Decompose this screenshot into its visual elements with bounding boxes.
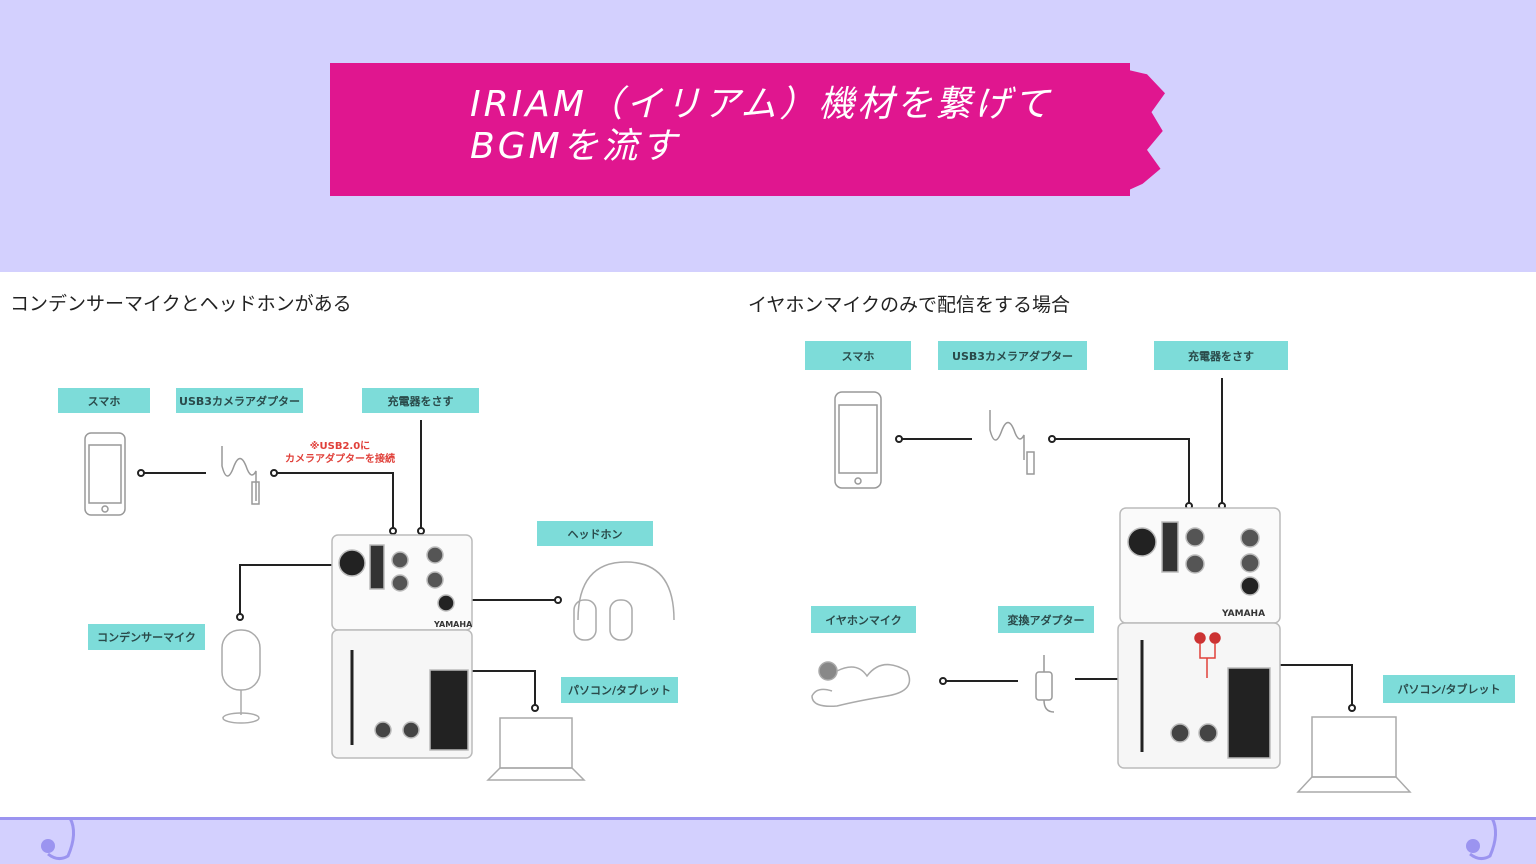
label-pc-right: パソコン/タブレット — [1383, 675, 1515, 703]
connection-lines-left — [137, 420, 562, 712]
title-line-1: IRIAM（イリアム）機材を繋げて — [470, 84, 1053, 125]
phone-icon-right — [834, 391, 882, 489]
headphones-icon — [573, 561, 675, 641]
curl-icon-left — [41, 817, 75, 861]
cable-icon-left — [221, 446, 260, 505]
usb-note-line-2: カメラアダプターを接続 — [285, 454, 395, 465]
label-adapter-left: USB3カメラアダプター — [176, 388, 303, 413]
mixer-brand-left: YAMAHA — [433, 620, 473, 629]
title-banner — [330, 63, 1130, 196]
laptop-icon-left — [486, 717, 586, 781]
usb-note-line-1: ※USB2.0に — [309, 441, 371, 452]
right-heading: イヤホンマイクのみで配信をする場合 — [748, 294, 1071, 316]
label-condenser-mic: コンデンサーマイク — [88, 624, 205, 650]
left-heading: コンデンサーマイクとヘッドホンがある — [10, 293, 352, 315]
label-charger-left: 充電器をさす — [362, 388, 479, 413]
mixer-icon-right — [1117, 507, 1281, 769]
phone-icon-left — [84, 432, 126, 516]
curl-icon-right — [1466, 817, 1497, 861]
mixer-brand-right: YAMAHA — [1221, 609, 1265, 619]
cable-icon-right — [989, 410, 1035, 475]
divider — [0, 817, 1536, 820]
converter-plug-icon — [1035, 655, 1055, 713]
title-line-2: BGMを流す — [470, 126, 680, 167]
label-pc-left: パソコン/タブレット — [561, 677, 678, 703]
label-phone-left: スマホ — [58, 388, 150, 413]
label-charger-right: 充電器をさす — [1154, 341, 1288, 370]
usb-note: ※USB2.0に カメラアダプターを接続 — [270, 440, 410, 466]
label-phone-right: スマホ — [805, 341, 911, 370]
label-adapter-right: USB3カメラアダプター — [938, 341, 1087, 370]
condenser-mic-icon — [221, 629, 261, 724]
page-title: IRIAM（イリアム）機材を繋げて BGMを流す — [470, 84, 1052, 168]
label-earphone-mic: イヤホンマイク — [811, 606, 916, 633]
earphone-mic-icon — [811, 661, 911, 708]
label-converter: 変換アダプター — [998, 606, 1094, 633]
mixer-icon-left — [331, 534, 473, 759]
label-headphones: ヘッドホン — [537, 521, 653, 546]
laptop-icon-right — [1296, 716, 1412, 793]
